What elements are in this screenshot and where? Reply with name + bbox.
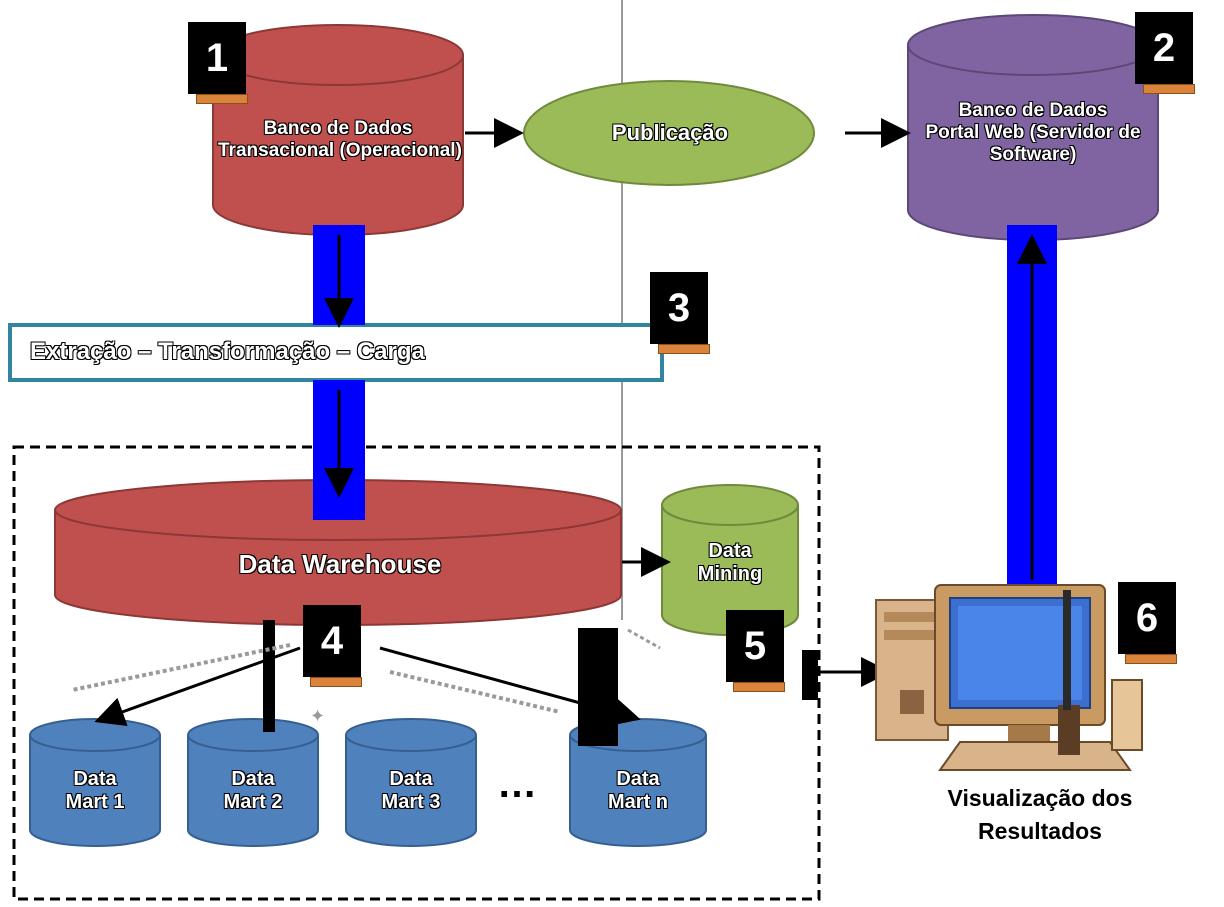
badge-3: 3 [650, 272, 708, 344]
data-mart-3-line2: Mart 3 [381, 791, 441, 813]
badge-5: 5 [726, 610, 784, 682]
data-mart-1-line2: Mart 1 [65, 791, 125, 813]
marts-ellipsis: … [497, 762, 537, 806]
data-mining-line2: Mining [697, 563, 763, 585]
gray-arrow-mid-mark: ✦ [310, 706, 325, 726]
data-mart-1-line1: Data [73, 768, 117, 790]
publicacao-oval [523, 80, 815, 186]
source-db-line1: Banco de Dados [263, 118, 413, 139]
data-mart-n-line2: Mart n [608, 791, 668, 813]
resultados-line2: Resultados [978, 818, 1102, 845]
portal-line3: Software) [989, 143, 1077, 165]
gray-arrow-right [389, 670, 561, 714]
badge-6: 6 [1118, 582, 1176, 654]
etl-label: Extração – Transformação – Carga [30, 338, 425, 365]
gray-arrow-mining [627, 628, 661, 650]
portal-line1: Banco de Dados [958, 100, 1108, 121]
data-mart-cylinder [345, 718, 477, 847]
badge-2-tab [1143, 84, 1195, 94]
connector-dw-to-mart-n [578, 628, 618, 746]
gray-arrow-left [71, 643, 291, 692]
badge-3-tab [658, 344, 710, 354]
portal-label: Banco de Dados Portal Web (Servidor de S… [912, 100, 1154, 166]
connector-mining-to-computer [802, 650, 818, 700]
data-mart-3-line1: Data [389, 768, 433, 790]
data-mart-cylinder [29, 718, 161, 847]
data-mining-line1: Data [708, 540, 752, 562]
portal-line2: Portal Web (Servidor de [925, 121, 1141, 143]
source-db-line2: Transacional (Operacional) [218, 139, 462, 161]
badge-2: 2 [1135, 12, 1193, 84]
computer-icon [875, 584, 1143, 771]
data-mart-3-label: Data Mart 3 [346, 768, 476, 814]
badge-1-tab [196, 94, 248, 104]
source-db-cylinder [212, 24, 464, 236]
dw-label: Data Warehouse [238, 549, 442, 579]
data-mining-label: Data Mining [662, 540, 798, 586]
data-mart-n-label: Data Mart n [570, 768, 706, 814]
resultados-label: Visualização dos Resultados [880, 782, 1200, 849]
badge-5-tab [733, 682, 785, 692]
badge-4-tab [310, 677, 362, 687]
source-db-label: Banco de Dados Transacional (Operacional… [218, 118, 462, 162]
data-mining-cylinder [661, 484, 799, 636]
data-mart-2-label: Data Mart 2 [188, 768, 318, 814]
publicacao-label: Publicação [611, 120, 729, 145]
data-mart-1-label: Data Mart 1 [30, 768, 160, 814]
data-mart-2-line1: Data [231, 768, 275, 790]
data-mart-2-line2: Mart 2 [223, 791, 283, 813]
badge-6-tab [1125, 654, 1177, 664]
data-mart-n-line1: Data [616, 768, 660, 790]
badge-1: 1 [188, 22, 246, 94]
badge-4: 4 [303, 605, 361, 677]
resultados-line1: Visualização dos [947, 785, 1133, 811]
data-mart-cylinder [187, 718, 319, 847]
